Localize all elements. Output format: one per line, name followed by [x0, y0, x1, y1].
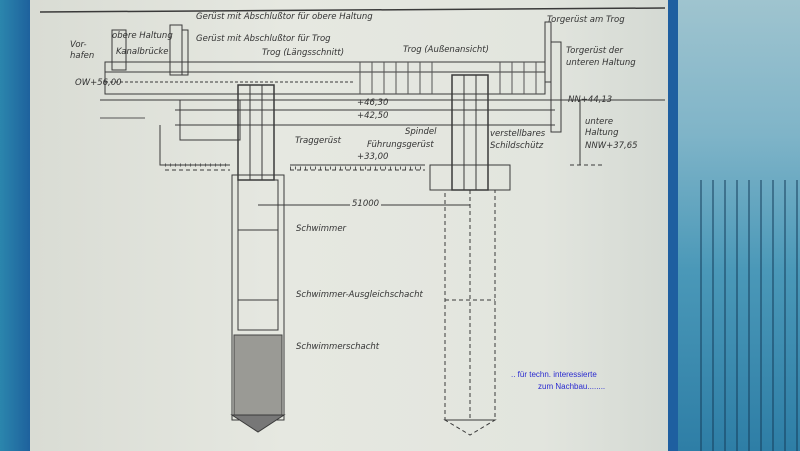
label-traggeruest: Traggerüst: [295, 136, 341, 146]
label-dimension: 51000: [350, 199, 382, 209]
label-schwimmerschacht: Schwimmerschacht: [296, 342, 380, 352]
label-vorhafen: Vor- hafen: [70, 40, 95, 61]
label-obere-haltung: obere Haltung: [112, 31, 173, 41]
label-trog-aussen: Trog (Außenansicht): [403, 45, 489, 55]
label-nnw: NNW+37,65: [585, 141, 638, 151]
blue-frame-right: [668, 0, 678, 451]
label-ausgleichschacht: Schwimmer-Ausgleichschacht: [296, 290, 423, 300]
right-tower-and-shaft: [443, 74, 497, 436]
label-elevation-4630: +46,30: [357, 98, 389, 108]
drawing-sheet: [30, 0, 670, 451]
label-spindel: Spindel: [405, 127, 437, 137]
label-nn: NN+44,13: [568, 95, 613, 105]
background-fence: [700, 180, 800, 451]
label-geruest-trog: Gerüst mit Abschlußtor für Trog: [196, 34, 331, 44]
label-untere-haltung: untere Haltung: [585, 117, 619, 138]
label-kanalbruecke: Kanalbrücke: [116, 47, 169, 57]
label-trog-laengs: Trog (Längsschnitt): [262, 48, 345, 58]
label-torgeruest-trog: Torgerüst am Trog: [547, 15, 625, 25]
note-line-2: zum Nachbau........: [538, 382, 606, 391]
label-elevation-4250: +42,50: [357, 111, 389, 121]
label-ow: OW+56,00: [75, 78, 122, 88]
label-torgeruest-unten: Torgerüst der unteren Haltung: [566, 46, 636, 68]
blue-frame-left: [0, 0, 32, 451]
left-tower-and-shaft: [230, 84, 286, 433]
label-schwimmer: Schwimmer: [296, 224, 347, 234]
label-schildschuetz: verstellbares Schildschütz: [490, 129, 546, 151]
label-fuehrungsgeruest: Führungsgerüst: [367, 140, 434, 150]
label-elevation-3300: +33,00: [357, 152, 389, 162]
label-geruest-obere: Gerüst mit Abschlußtor für obere Haltung: [196, 12, 373, 22]
note-line-1: .. für techn. interessierte: [511, 370, 597, 379]
